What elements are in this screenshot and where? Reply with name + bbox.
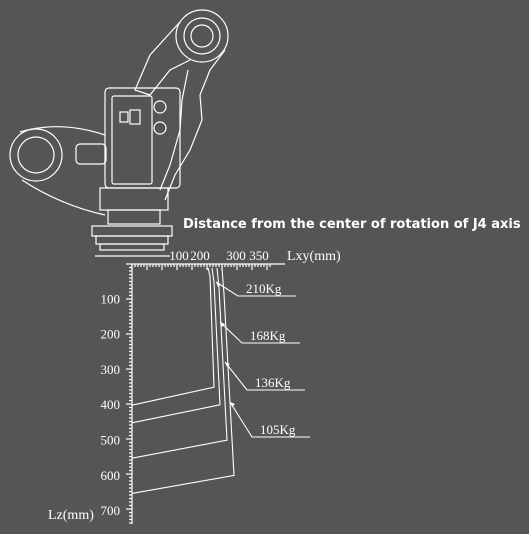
upper-link-back — [164, 49, 226, 201]
elbow-joint-inner — [17, 136, 55, 174]
lower-collar — [107, 209, 161, 225]
load-label: 136Kg — [255, 375, 291, 390]
load-leader-136Kg — [224, 361, 305, 391]
top-joint-bore — [190, 24, 214, 48]
upper-link — [134, 21, 191, 96]
axes — [126, 263, 285, 524]
load-label: 168Kg — [250, 328, 286, 343]
cable-port-1 — [153, 100, 167, 114]
load-leader-105Kg — [229, 401, 310, 438]
robot-wrist-illustration — [9, 9, 229, 257]
x-axis-name: Lxy(mm) — [287, 249, 341, 264]
z-tick-label: 200 — [101, 327, 121, 342]
x-tick-label: 350 — [249, 248, 269, 263]
x-tick-label: 300 — [226, 248, 246, 263]
forearm-bottom — [21, 179, 106, 216]
load-curve-136Kg — [131, 267, 228, 459]
load-arrow-105Kg — [230, 402, 235, 407]
lower-housing — [99, 187, 169, 211]
z-tick-label: 600 — [101, 468, 121, 483]
z-tick-label: 700 — [101, 503, 121, 518]
z-axis-tick-labels: 100 200 300 400 500 600 700 — [101, 291, 121, 518]
flange-1 — [91, 225, 173, 237]
x-tick-label: 100 — [169, 248, 189, 263]
load-label: 210Kg — [246, 281, 282, 296]
x-axis-minor-ticks — [131, 264, 271, 270]
z-axis-minor-ticks — [126, 263, 132, 524]
diagram-heading: Distance from the center of rotation of … — [183, 217, 521, 232]
cable-port-2 — [153, 121, 167, 135]
z-tick-label: 300 — [101, 362, 121, 377]
elbow-joint-outer — [9, 128, 63, 182]
motor-panel — [111, 95, 153, 185]
motor-housing — [104, 87, 181, 189]
top-joint-inner — [183, 17, 221, 55]
load-curves — [131, 267, 310, 494]
forearm-top — [19, 126, 106, 136]
load-label: 105Kg — [260, 422, 296, 437]
x-tick-label: 200 — [190, 248, 210, 263]
load-curve-210Kg — [131, 267, 215, 406]
z-tick-label: 500 — [101, 433, 121, 448]
top-joint-outer — [175, 9, 229, 63]
z-tick-label: 100 — [101, 291, 121, 306]
z-axis-name: Lz(mm) — [48, 508, 94, 523]
load-curve-labels: 210Kg 168Kg 136Kg 105Kg — [246, 281, 296, 437]
load-curve-105Kg — [131, 267, 235, 494]
load-leader-168Kg — [219, 321, 300, 344]
load-curve-168Kg — [131, 267, 221, 424]
connector-a — [119, 111, 129, 123]
flange-3 — [99, 243, 165, 251]
forearm-plate — [75, 143, 107, 165]
flange-2 — [95, 235, 169, 245]
z-tick-label: 400 — [101, 397, 121, 412]
connector-b — [129, 109, 141, 125]
